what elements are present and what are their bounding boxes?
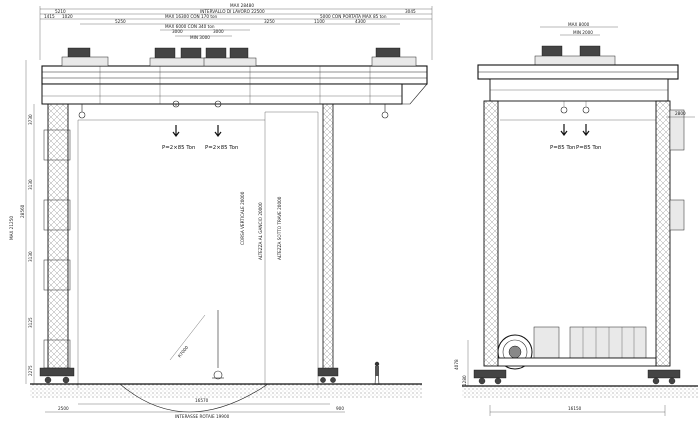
side-dim-h2: 1280 (462, 375, 467, 386)
side-dim-h1: 4078 (454, 359, 459, 370)
dim-hoist-range-1: MAX 16300 CON 170 ton (165, 14, 218, 19)
dim-hoist-range-2: 5000 CON PORTATA MAX 85 ton (320, 14, 387, 19)
dim-left-h6: 2275 (28, 365, 33, 376)
side-ground (462, 385, 698, 398)
side-top-dimensions: MAX 8000 MIN 2000 (540, 22, 618, 36)
side-dim-min: MIN 2000 (573, 30, 593, 35)
dim-interval: INTERVALLO DI LAVORO 22500 (200, 9, 265, 14)
front-bottom-hook: R7000 (169, 310, 224, 380)
dim-seg-1: 5250 (115, 19, 126, 24)
side-left-leg (473, 100, 507, 385)
dim-left-h5: 3125 (28, 317, 33, 328)
dim-hoist-range-3: MAX 6000 CON 340 ton (165, 24, 215, 29)
dim-seg-3: 1100 (314, 19, 325, 24)
side-right-leg (647, 100, 685, 385)
side-load-1: P=85 Ton (550, 145, 575, 151)
front-ground (30, 383, 422, 413)
side-hooks (560, 101, 590, 136)
dim-left-c: 1020 (62, 14, 73, 19)
side-dim-bottom: 16150 (568, 406, 582, 411)
label-hook-height: ALTEZZA AL GANCIO 20000 (258, 202, 263, 260)
side-load-2: P=85 Ton (576, 145, 601, 151)
front-clearance (77, 111, 319, 388)
label-radius: R7000 (177, 345, 189, 359)
dim-rail-spacing: INTERASSE ROTAIE 19900 (175, 414, 230, 419)
side-dim-max: MAX 8000 (568, 22, 590, 27)
side-bottom-dimensions: 16150 (489, 405, 666, 416)
front-bottom-dimensions: 16570 2500 900 INTERASSE ROTAIE 19900 (45, 398, 345, 419)
dim-trolley-b: 3000 (213, 29, 224, 34)
label-under-beam: ALTEZZA SOTTO TRAVE 20000 (277, 196, 282, 260)
dim-seg-4: 4300 (355, 19, 366, 24)
dim-left-overall: MAX 21250 (9, 216, 14, 240)
dim-left: 2500 (58, 406, 69, 411)
front-left-dimensions: MAX 21250 3730 28560 3130 3130 3125 2275 (9, 60, 35, 384)
dim-right-a: 3045 (405, 9, 416, 14)
dim-left-a: 5210 (55, 9, 66, 14)
front-main-girder (41, 65, 428, 105)
front-view: MAX 28480 5210 INTERVALLO DI LAVORO 2250… (9, 3, 433, 419)
electrical-cabinets (497, 326, 657, 367)
front-top-dimensions: MAX 28480 5210 INTERVALLO DI LAVORO 2250… (39, 3, 433, 60)
dim-left-h4: 3130 (28, 251, 33, 262)
dim-span: 16570 (195, 398, 209, 403)
dim-overall: MAX 28480 (230, 3, 254, 8)
front-trolleys (61, 47, 417, 67)
side-left-dimensions: 4078 1280 (454, 340, 469, 386)
dim-left-h2: 28560 (20, 204, 25, 218)
dim-trolley-a: 3000 (172, 29, 183, 34)
dim-left-h1: 3730 (28, 114, 33, 125)
side-view: MAX 8000 MIN 2000 P=85 Ton P=85 Ton (454, 22, 698, 416)
dim-left-h3: 3130 (28, 179, 33, 190)
front-load-2: P=2×85 Ton (205, 145, 238, 151)
front-left-leg (39, 103, 75, 384)
operator-figure-icon (374, 361, 380, 386)
dim-trolley-min: MIN 3000 (190, 35, 210, 40)
side-main-girder (477, 64, 679, 102)
side-trolleys (534, 45, 616, 66)
front-right-leg (317, 103, 339, 383)
front-hooks (78, 100, 389, 137)
label-vertical-travel: CORSA VERTICALE 20000 (240, 191, 245, 245)
front-load-1: P=2×85 Ton (162, 145, 195, 151)
dim-seg-2: 3250 (264, 19, 275, 24)
dim-right: 900 (336, 406, 344, 411)
side-dim-right: 2800 (675, 111, 686, 116)
dim-left-b: 1415 (44, 14, 55, 19)
